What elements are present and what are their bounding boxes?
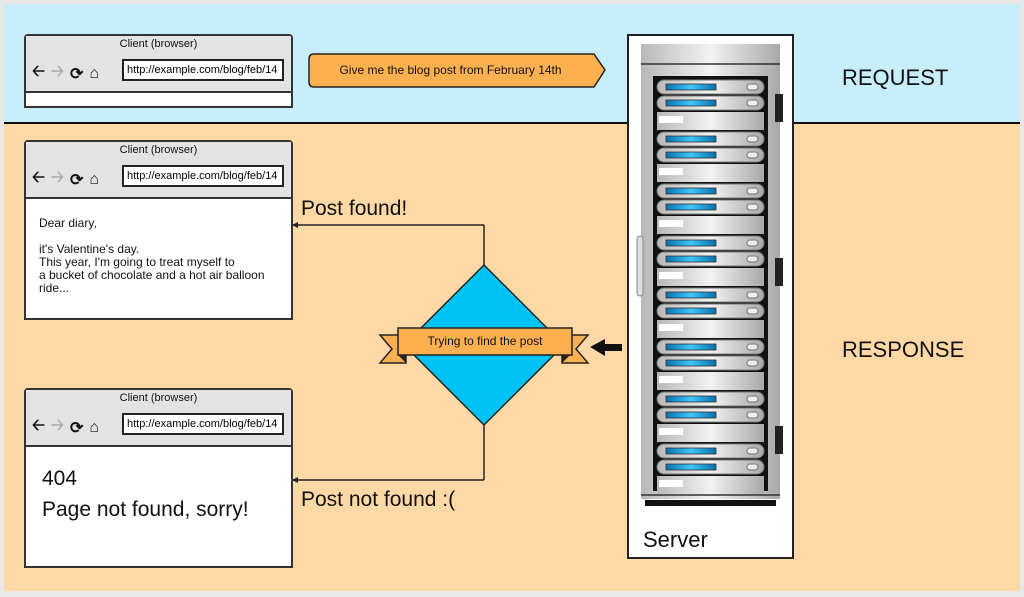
- post-not-found-label: Post not found :(: [301, 488, 456, 511]
- server: Server: [627, 34, 794, 559]
- drive-light: [665, 135, 717, 143]
- forward-arrow-icon[interactable]: 🡢: [50, 63, 64, 80]
- power-button: [746, 463, 759, 471]
- forward-arrow-icon[interactable]: 🡢: [50, 417, 64, 434]
- post-found-label: Post found!: [301, 197, 408, 220]
- panel-label: [659, 428, 683, 435]
- reload-icon[interactable]: ⟳: [69, 65, 84, 83]
- browser-chrome: Client (browser) 🡠 🡢 ⟳ ⌂ http://example.…: [26, 36, 291, 93]
- power-button: [746, 343, 759, 351]
- power-button: [746, 411, 759, 419]
- blank-panel: [657, 112, 764, 130]
- post-line: This year, I'm going to treat myself to: [39, 255, 235, 269]
- power-button: [746, 359, 759, 367]
- url-bar[interactable]: http://example.com/blog/feb/14: [122, 413, 284, 435]
- power-button: [746, 187, 759, 195]
- back-arrow-icon[interactable]: 🡠: [32, 417, 45, 434]
- power-button: [746, 447, 759, 455]
- blank-panel: [657, 320, 764, 338]
- error-message: Page not found, sorry!: [42, 498, 249, 521]
- blank-panel: [657, 216, 764, 234]
- decision-label: Trying to find the post: [427, 334, 543, 348]
- server-label: Server: [643, 527, 708, 552]
- drive-light: [665, 203, 717, 211]
- browser-title: Client (browser): [119, 392, 198, 404]
- panel-label: [659, 324, 683, 331]
- power-button: [746, 291, 759, 299]
- power-button: [746, 99, 759, 107]
- response-label: RESPONSE: [842, 337, 965, 362]
- drive-light: [665, 151, 717, 159]
- request-message-arrow: Give me the blog post from February 14th: [308, 53, 606, 88]
- post-line: Dear diary,: [39, 216, 97, 230]
- panel-label: [659, 376, 683, 383]
- browser-title: Client (browser): [119, 144, 198, 156]
- post-line: ride...: [39, 281, 70, 295]
- arrow-shape: [308, 53, 606, 88]
- power-button: [746, 135, 759, 143]
- home-icon[interactable]: ⌂: [89, 170, 100, 188]
- panel-label: [659, 220, 683, 227]
- browser-chrome: Client (browser) 🡠 🡢 ⟳ ⌂ http://example.…: [26, 142, 291, 199]
- url-bar[interactable]: http://example.com/blog/feb/14: [122, 165, 284, 187]
- power-button: [746, 83, 759, 91]
- request-message: Give me the blog post from February 14th: [339, 63, 562, 77]
- home-icon[interactable]: ⌂: [89, 418, 100, 436]
- blank-panel: [657, 372, 764, 390]
- browser-post-found: Client (browser) 🡠 🡢 ⟳ ⌂ http://example.…: [24, 140, 293, 320]
- blank-panel: [657, 476, 764, 494]
- server-rack-icon: [636, 44, 783, 506]
- browser-title: Client (browser): [119, 38, 198, 50]
- drive-light: [665, 291, 717, 299]
- drive-light: [665, 447, 717, 455]
- panel-label: [659, 480, 683, 487]
- forward-arrow-icon[interactable]: 🡢: [50, 169, 64, 186]
- blank-panel: [657, 424, 764, 442]
- drive-light: [665, 395, 717, 403]
- error-content: 404 Page not found, sorry!: [26, 447, 291, 525]
- drive-light: [665, 99, 717, 107]
- post-line: it's Valentine's day.: [39, 242, 140, 256]
- blank-panel: [657, 164, 764, 182]
- drive-light: [665, 187, 717, 195]
- back-arrow-icon[interactable]: 🡠: [32, 63, 45, 80]
- panel-label: [659, 272, 683, 279]
- browser-not-found: Client (browser) 🡠 🡢 ⟳ ⌂ http://example.…: [24, 388, 293, 568]
- error-code: 404: [42, 467, 78, 490]
- drive-light: [665, 307, 717, 315]
- power-button: [746, 203, 759, 211]
- power-button: [746, 255, 759, 263]
- power-button: [746, 151, 759, 159]
- reload-icon[interactable]: ⟳: [69, 171, 84, 189]
- panel-label: [659, 168, 683, 175]
- drive-light: [665, 83, 717, 91]
- home-icon[interactable]: ⌂: [89, 64, 100, 82]
- request-label: REQUEST: [842, 65, 949, 90]
- power-button: [746, 307, 759, 315]
- drive-light: [665, 359, 717, 367]
- panel-label: [659, 116, 683, 123]
- drive-light: [665, 255, 717, 263]
- drive-light: [665, 411, 717, 419]
- drive-light: [665, 463, 717, 471]
- post-line: a bucket of chocolate and a hot air ball…: [39, 268, 265, 282]
- browser-request: Client (browser) 🡠 🡢 ⟳ ⌂ http://example.…: [24, 34, 293, 108]
- power-button: [746, 239, 759, 247]
- drive-light: [665, 343, 717, 351]
- browser-chrome: Client (browser) 🡠 🡢 ⟳ ⌂ http://example.…: [26, 390, 291, 447]
- power-button: [746, 395, 759, 403]
- blank-panel: [657, 268, 764, 286]
- reload-icon[interactable]: ⟳: [69, 419, 84, 437]
- url-bar[interactable]: http://example.com/blog/feb/14: [122, 59, 284, 81]
- drive-light: [665, 239, 717, 247]
- blog-post-content: Dear diary, it's Valentine's day. This y…: [26, 199, 291, 295]
- back-arrow-icon[interactable]: 🡠: [32, 169, 45, 186]
